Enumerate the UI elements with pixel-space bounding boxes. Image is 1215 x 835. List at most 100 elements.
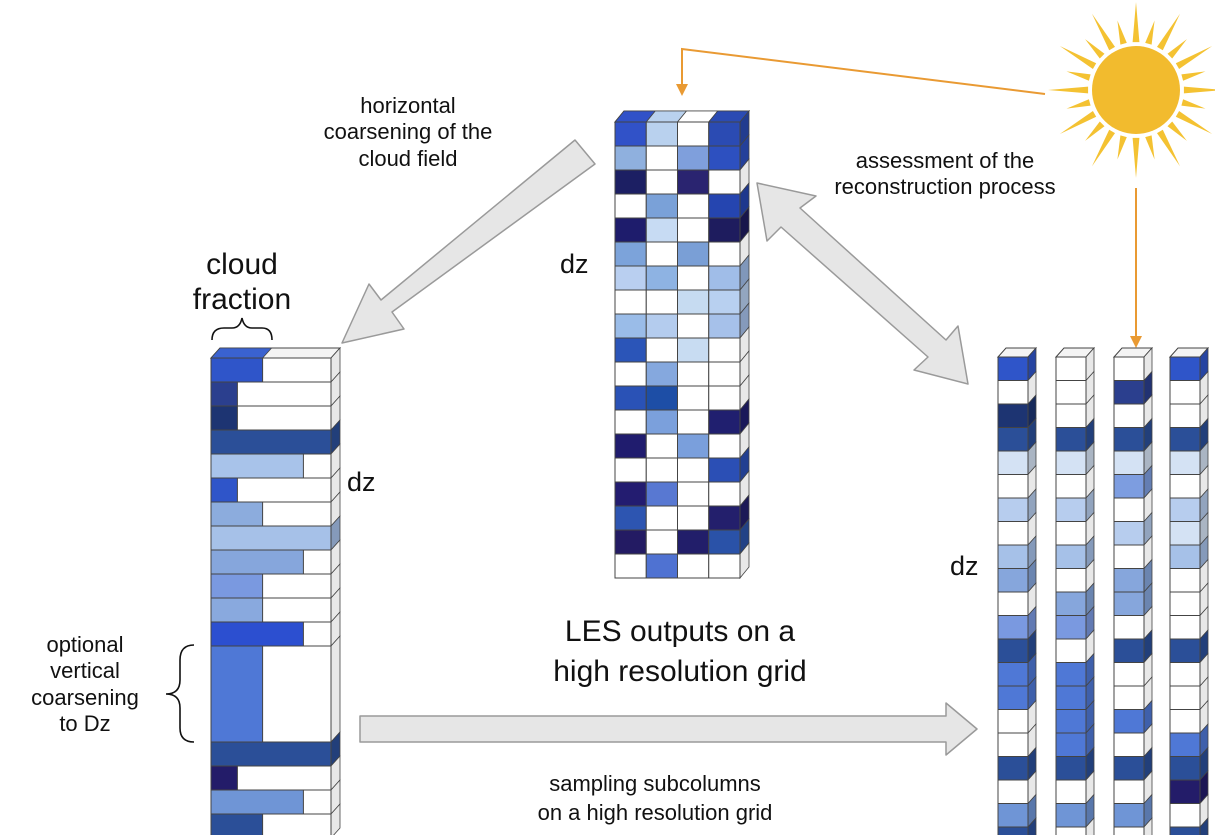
subcolumn-cell [1113,732,1145,757]
coarse-column-block [209,346,342,835]
les-cell [677,169,710,195]
subcolumn-cell [1169,615,1201,640]
dz-right-label: dz [950,551,979,581]
subcolumn-cell [1113,497,1145,522]
subcolumn-cell [1055,427,1087,452]
subcolumn-cell [1055,568,1087,593]
les-cell [677,265,710,291]
les-cell [677,409,710,435]
les-cell [614,529,647,555]
subcolumn-cell [1055,544,1087,569]
les-cell [645,337,678,363]
subcolumn-cell [1113,638,1145,663]
subcolumn-cell [1113,356,1145,381]
assessment-label: assessment of the reconstruction process [800,148,1090,201]
les-cell [677,385,710,411]
sun-ray [1059,111,1097,134]
les-cell [708,505,741,531]
label-line: cloud field [358,145,458,171]
horizontal-coarsening-arrow [341,139,596,344]
les-cell [614,385,647,411]
les-grid-block [613,109,751,580]
subcolumn [996,346,1038,835]
label-line: assessment of the [855,148,1035,173]
coarse-cloud-fraction [210,525,332,551]
coarse-cloud-fraction [210,741,332,767]
assessment-double-arrow [756,182,969,385]
les-cell [708,457,741,483]
coarse-cloud-fraction [210,597,264,623]
subcolumn-cell [997,497,1029,522]
les-cell [708,361,741,387]
les-cell [614,433,647,459]
les-cell [645,217,678,243]
subcolumn-cell [1055,497,1087,522]
sun-ray [1157,13,1180,51]
subcolumn-cell [997,779,1029,804]
subcolumn-cell [1113,380,1145,405]
sun-ray [1059,46,1097,69]
subcolumn-cell [1169,521,1201,546]
subcolumn-cell [997,709,1029,734]
subcolumn-cell [997,615,1029,640]
subcolumn-cell [1169,427,1201,452]
subcolumn-cell [1113,450,1145,475]
les-cell [708,193,741,219]
les-cell [708,553,741,579]
les-cell [645,457,678,483]
coarse-cloud-fraction [210,645,264,743]
les-cell [614,241,647,267]
label-line: on a high resolution grid [537,799,773,825]
sunlight-arrowhead-subcolumns [1130,336,1142,348]
subcolumn-cell [1169,474,1201,499]
les-cell [708,433,741,459]
les-cell [708,121,741,147]
les-cell [677,481,710,507]
subcolumn-cell [1113,615,1145,640]
les-cell [708,217,741,243]
subcolumn-cell [1113,427,1145,452]
sampling-label: sampling subcolumns on a high resolution… [495,770,815,827]
coarse-cloud-fraction [210,477,238,503]
subcolumn-side-cell [1199,816,1209,835]
coarse-cloud-fraction [210,453,304,479]
subcolumn-cell [1113,803,1145,828]
les-outputs-label: LES outputs on a high resolution grid [520,612,840,691]
les-cell [645,265,678,291]
les-cell [614,337,647,363]
sun-ray [1117,135,1127,160]
subcolumn-cell [1055,732,1087,757]
subcolumn-cell [997,427,1029,452]
les-cell [708,241,741,267]
subcolumn-cell [1113,403,1145,428]
subcolumn-cell [1113,474,1145,499]
les-cell [677,145,710,171]
les-cell [614,553,647,579]
sun-ray [1085,39,1105,59]
subcolumn-cell [997,356,1029,381]
subcolumn-cell [997,685,1029,710]
dz-center-label: dz [560,249,589,279]
subcolumn-cell [1055,709,1087,734]
subcolumn-cell [1169,380,1201,405]
sun-icon [1048,2,1215,178]
subcolumn-cell [997,474,1029,499]
subcolumn-cell [1169,568,1201,593]
sun-ray [1048,86,1089,94]
coarse-cloud-fraction [210,813,264,835]
dz-left-label: dz [347,467,376,497]
coarse-cloud-fraction [210,549,304,575]
sun-ray [1145,20,1155,45]
les-cell [677,361,710,387]
subcolumns-group [996,346,1210,835]
subcolumn-cell [1169,403,1201,428]
subcolumn-cell [997,638,1029,663]
subcolumn-cell [1055,756,1087,781]
coarse-cloud-fraction [210,789,304,815]
les-cell [614,361,647,387]
subcolumn-cell [997,403,1029,428]
label-line: cloud [206,248,278,281]
les-cell [708,529,741,555]
les-cell [708,337,741,363]
subcolumn-cell [1055,380,1087,405]
